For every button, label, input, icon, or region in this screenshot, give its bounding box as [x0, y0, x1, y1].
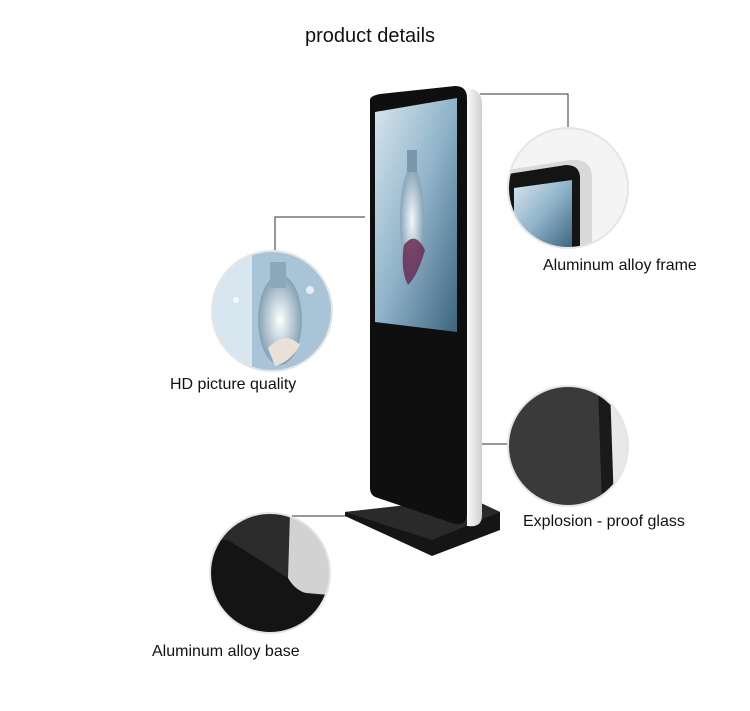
hd-picture-label: HD picture quality: [170, 376, 297, 393]
base-detail-circle: [209, 512, 331, 634]
glass-label: Explosion - proof glass: [523, 513, 685, 530]
connector-lines: [274, 93, 569, 517]
frame-detail-circle: [507, 127, 629, 249]
kiosk-body: [370, 86, 482, 527]
hd-picture-detail-circle: [211, 250, 333, 372]
base-label: Aluminum alloy base: [152, 643, 300, 660]
page-title: product details: [304, 25, 436, 47]
glass-detail-circle: [507, 385, 629, 507]
frame-label: Aluminum alloy frame: [543, 257, 697, 274]
